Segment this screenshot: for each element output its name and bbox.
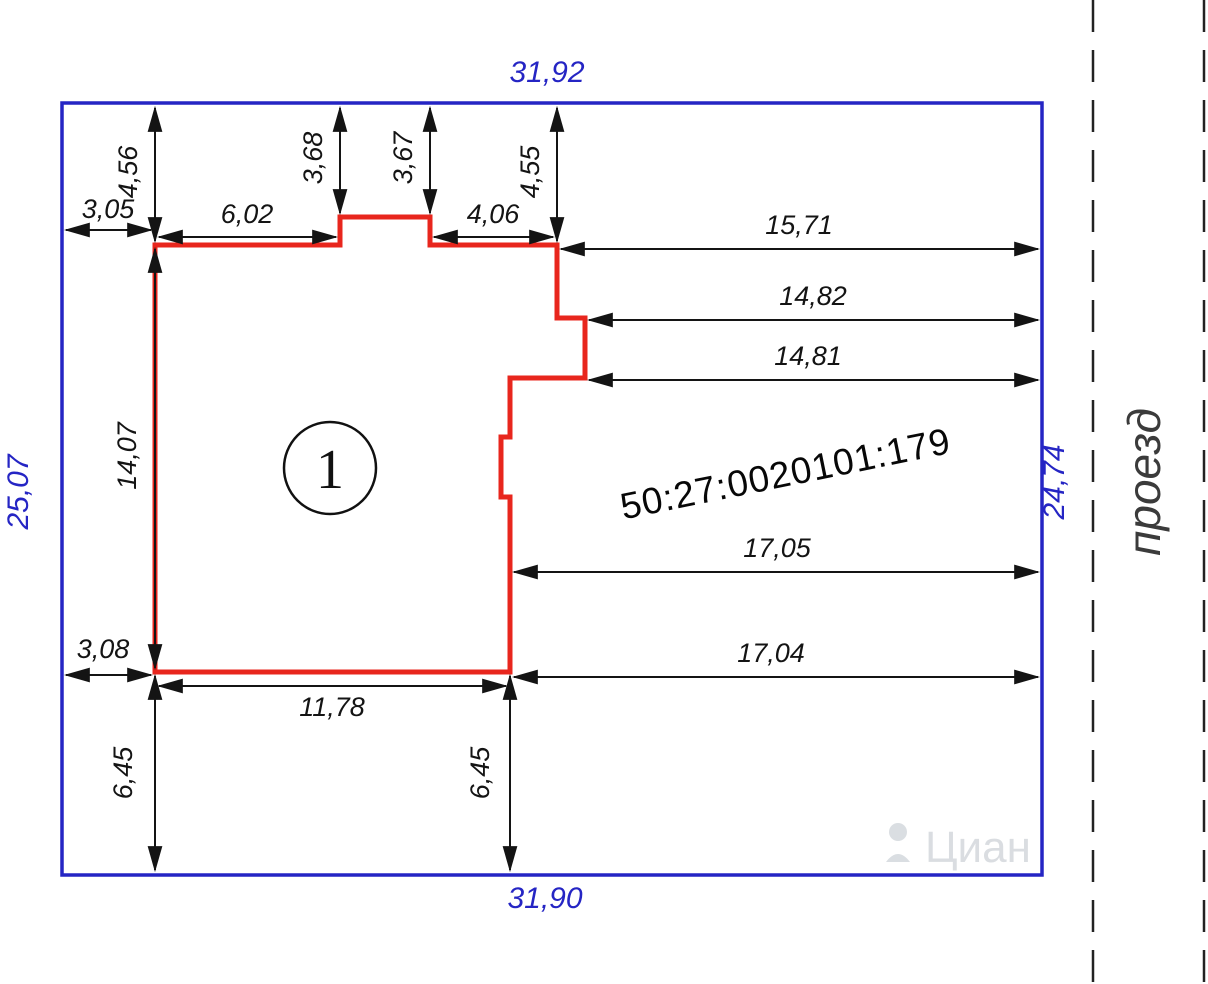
dim-label-right-gap-1: 15,71 <box>765 210 833 240</box>
dim-label-left-to-building-bottom: 3,08 <box>77 634 130 664</box>
road-label: проезд <box>1118 408 1170 556</box>
dim-label-left-to-building-top: 3,05 <box>82 194 136 224</box>
boundary-length-bottom: 31,90 <box>507 882 582 915</box>
building-outline <box>152 214 588 675</box>
dim-label-top-notch-right: 3,67 <box>388 131 418 185</box>
boundary-length-left: 25,07 <box>2 453 35 530</box>
building-number: 1 <box>316 439 344 501</box>
dim-label-right-gap-5: 17,04 <box>737 638 805 668</box>
dim-label-top-notch-left: 3,68 <box>298 132 328 185</box>
dim-label-bottom-edge: 11,78 <box>299 692 365 722</box>
watermark: Циан <box>886 823 1031 872</box>
boundary-length-top: 31,92 <box>509 56 584 89</box>
watermark-person-icon-body <box>886 854 910 862</box>
cadastral-number: 50:27:0020101:179 <box>617 420 954 527</box>
dim-label-bottom-offset-right: 6,45 <box>465 746 495 800</box>
dim-label-right-gap-2: 14,82 <box>779 281 847 311</box>
dim-label-right-gap-3: 14,81 <box>774 341 842 371</box>
dim-label-top-edge-left: 6,02 <box>221 199 274 229</box>
watermark-text: Циан <box>925 823 1031 872</box>
dim-label-bottom-offset-left: 6,45 <box>108 746 138 800</box>
dim-label-right-gap-4: 17,05 <box>743 533 812 563</box>
plot-boundary <box>60 101 1044 877</box>
dim-label-top-offset-left: 4,56 <box>113 145 143 199</box>
dim-label-left-edge-height: 14,07 <box>112 421 142 490</box>
dim-label-top-offset-right: 4,55 <box>515 145 545 199</box>
watermark-person-icon <box>889 823 907 841</box>
boundary-length-right: 24,74 <box>1038 444 1071 520</box>
building-number-circle <box>282 420 378 516</box>
dim-label-top-edge-right: 4,06 <box>467 199 521 229</box>
